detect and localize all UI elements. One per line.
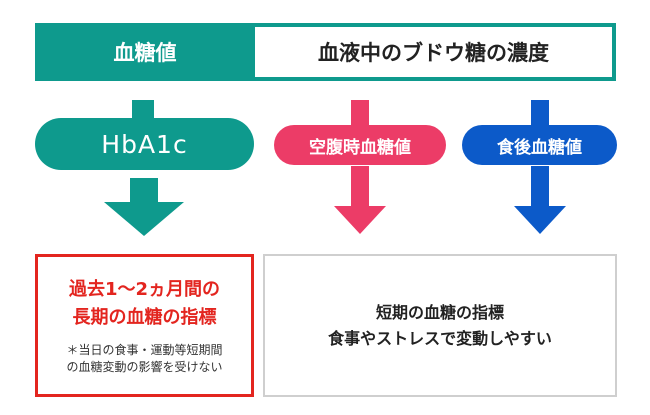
short-term-line1: 短期の血糖の指標	[375, 302, 504, 322]
postprandial-down-arrow	[514, 166, 566, 234]
long-term-indicator-box: 過去1〜2ヵ月間の 長期の血糖の指標 ＊当日の食事・運動等短期間 の血糖変動の影…	[35, 254, 254, 397]
postprandial-connector	[531, 100, 549, 126]
long-term-note-line1: ＊当日の食事・運動等短期間	[66, 342, 223, 357]
short-term-indicator-box: 短期の血糖の指標 食事やストレスで変動しやすい	[263, 254, 617, 397]
blood-glucose-definition: 血液中のブドウ糖の濃度	[255, 27, 612, 77]
long-term-note-line2: の血糖変動の影響を受けない	[66, 359, 223, 374]
fasting-glucose-pill: 空腹時血糖値	[274, 125, 446, 165]
long-term-note: ＊当日の食事・運動等短期間 の血糖変動の影響を受けない	[66, 342, 222, 376]
fasting-down-arrow	[334, 166, 386, 234]
fasting-connector	[351, 100, 369, 126]
short-term-line2: 食事やストレスで変動しやすい	[328, 328, 552, 348]
long-term-title-line1: 過去1〜2ヵ月間の	[68, 278, 221, 300]
hba1c-pill: HbA1c	[35, 118, 254, 170]
postprandial-glucose-pill: 食後血糖値	[462, 125, 617, 165]
blood-glucose-label: 血糖値	[113, 41, 177, 65]
header-connector	[132, 100, 154, 120]
header-bar: 血糖値 血液中のブドウ糖の濃度	[35, 23, 616, 81]
hba1c-down-arrow	[104, 178, 184, 236]
long-term-title-line2: 長期の血糖の指標	[72, 306, 217, 328]
